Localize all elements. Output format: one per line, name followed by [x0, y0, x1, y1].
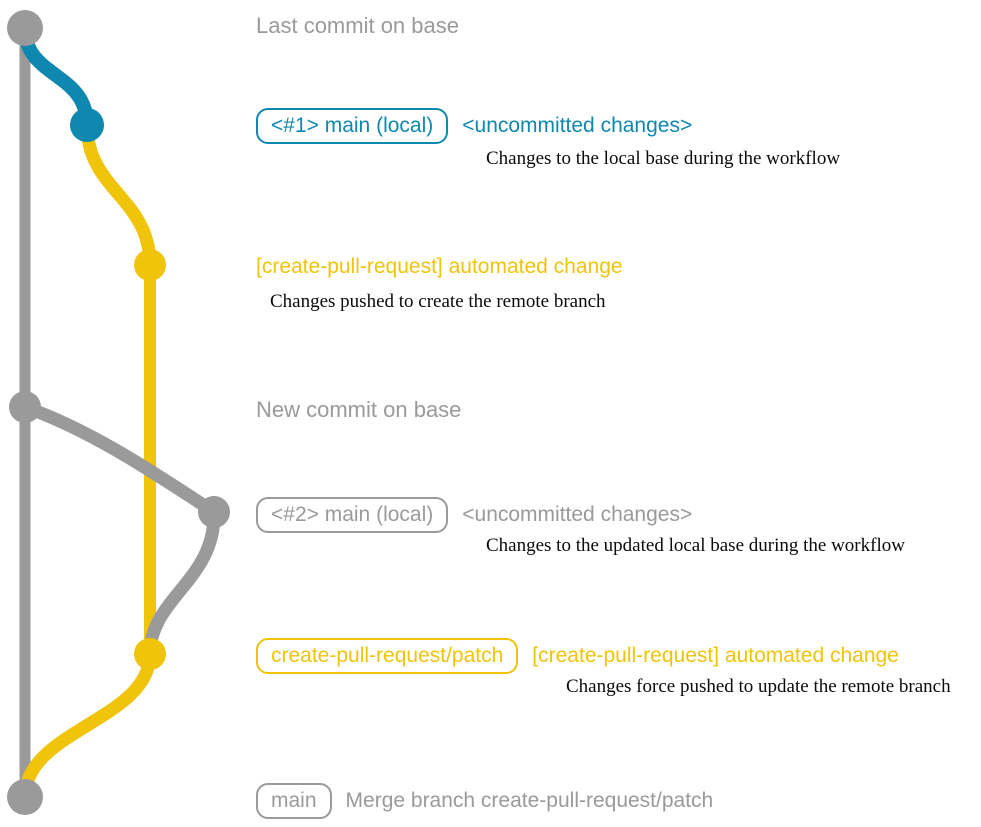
commit-row-automated-change-2: create-pull-request/patch [create-pull-r… [256, 638, 899, 674]
commit-subject-new-commit-on-base: New commit on base [256, 397, 462, 422]
commit-subject-merge-commit: Merge branch create-pull-request/patch [345, 789, 714, 812]
ref-chip-create-pull-request-patch[interactable]: create-pull-request/patch [256, 638, 519, 674]
base-head-node[interactable] [7, 10, 43, 46]
commit-note-local-main-2: Changes to the updated local base during… [486, 535, 905, 556]
merge-commit-node[interactable] [7, 779, 43, 815]
commit-note-automated-change-1: Changes pushed to create the remote bran… [270, 291, 606, 312]
remote-commit-node-2[interactable] [134, 638, 166, 670]
commit-note-automated-change-2: Changes force pushed to update the remot… [566, 676, 951, 697]
commit-subject-automated-change-2: [create-pull-request] automated change [532, 644, 899, 667]
commit-subject-automated-change-1: [create-pull-request] automated change [256, 255, 623, 278]
updated-base-branch-line [18, 400, 221, 519]
remote-commit-node-1[interactable] [134, 249, 166, 281]
local-commit-node[interactable] [70, 108, 104, 142]
updated-local-node[interactable] [198, 496, 230, 528]
commit-note-local-main-1: Changes to the local base during the wor… [486, 148, 841, 169]
updated-local-merge-line [143, 505, 221, 661]
ref-chip-main[interactable]: main [256, 783, 332, 819]
commit-row-local-main-2: <#2> main (local) <uncommitted changes> [256, 497, 692, 533]
commit-subject-last-commit-on-base: Last commit on base [256, 13, 459, 38]
commit-subject-local-main-1: <uncommitted changes> [462, 114, 693, 137]
ref-chip-local-main-2[interactable]: <#2> main (local) [256, 497, 449, 533]
commit-row-local-main-1: <#1> main (local) <uncommitted changes> [256, 108, 692, 144]
new-base-commit-node[interactable] [9, 391, 41, 423]
commit-row-merge-commit: main Merge branch create-pull-request/pa… [256, 783, 713, 819]
commit-subject-local-main-2: <uncommitted changes> [462, 503, 693, 526]
ref-chip-local-main-1[interactable]: <#1> main (local) [256, 108, 449, 144]
remote-merge-line [18, 647, 157, 804]
remote-branch-line-1 [80, 118, 157, 272]
